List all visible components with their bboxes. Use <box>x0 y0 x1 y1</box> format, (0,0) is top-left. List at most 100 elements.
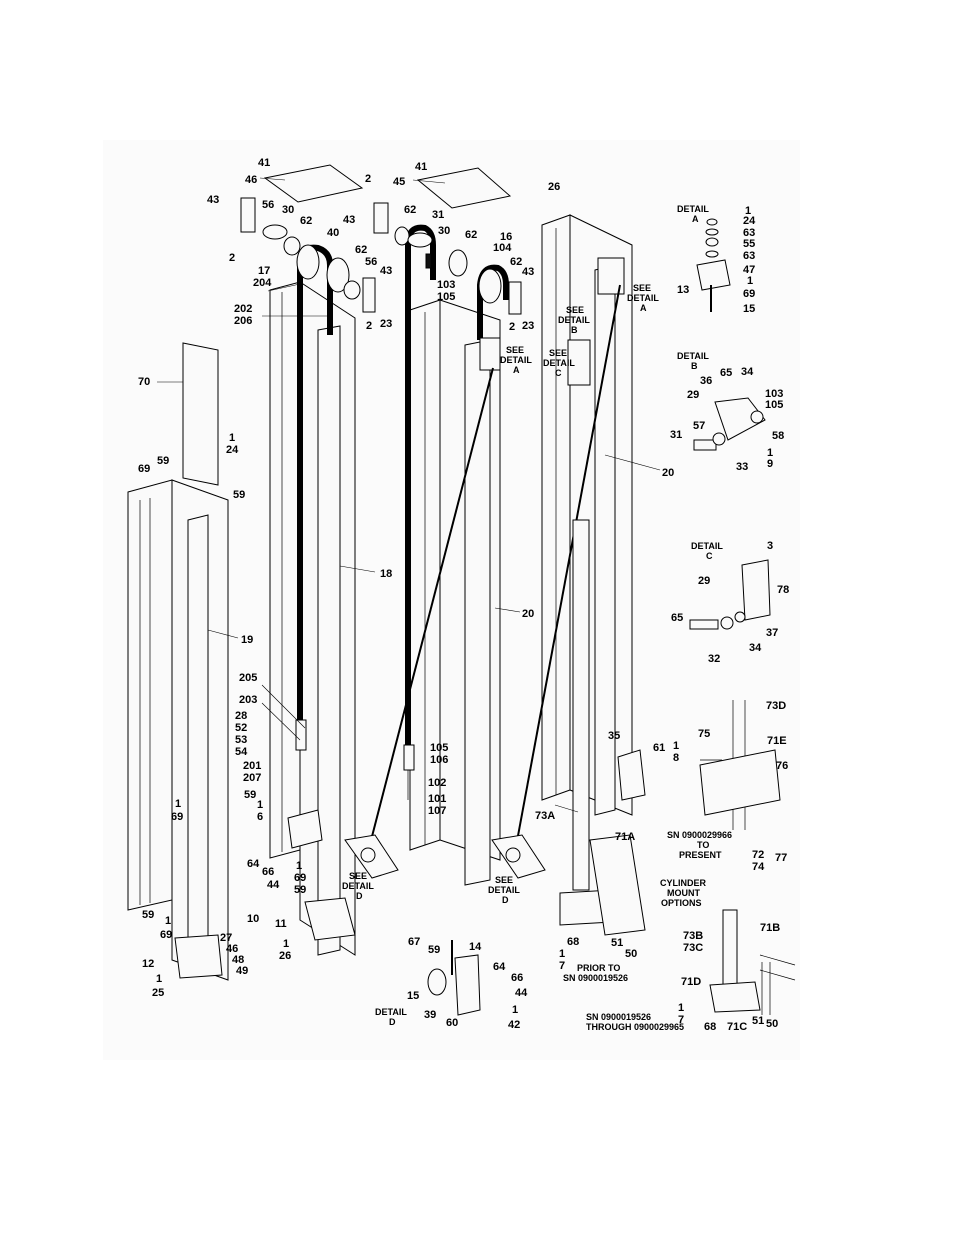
label-12: 12 <box>142 958 154 970</box>
chain-anchor-left <box>295 719 307 751</box>
label-1: 1 <box>512 1004 518 1016</box>
detail-b-label-103: 103 <box>765 388 783 400</box>
bracket-35 <box>617 749 646 801</box>
label-205: 205 <box>239 672 257 684</box>
outer-mast-left <box>127 342 229 981</box>
detail-a-label-1: 1 <box>747 275 753 287</box>
label-39: 39 <box>424 1009 436 1021</box>
label-75: 75 <box>698 728 710 740</box>
label-46: 46 <box>245 174 257 186</box>
label-69: 69 <box>138 463 150 475</box>
label-2: 2 <box>229 252 235 264</box>
label-28: 28 <box>235 710 247 722</box>
label-73a: 73A <box>535 810 555 822</box>
label-59: 59 <box>294 884 306 896</box>
detail-c-label-37: 37 <box>766 627 778 639</box>
label-50: 50 <box>766 1018 778 1030</box>
label-59: 59 <box>428 944 440 956</box>
label-203: 203 <box>239 694 257 706</box>
label-18: 18 <box>380 568 392 580</box>
bracket-2-mid <box>362 277 376 313</box>
mast-section-20-center <box>409 299 501 886</box>
label-49: 49 <box>236 965 248 977</box>
label-20: 20 <box>662 467 674 479</box>
label-2: 2 <box>365 173 371 185</box>
label-74: 74 <box>752 861 765 873</box>
label-62: 62 <box>404 204 416 216</box>
label-101: 101 <box>428 793 446 805</box>
chain-anchor-center <box>403 744 415 771</box>
detail-a-label-63: 63 <box>743 250 755 262</box>
cylinder-options-line-1: CYLINDER <box>660 878 707 888</box>
detail-a-title-letter: A <box>692 214 699 224</box>
detail-a-title: DETAIL <box>677 204 709 214</box>
detail-a-label-13: 13 <box>677 284 689 296</box>
label-204: 204 <box>253 277 272 289</box>
label-53: 53 <box>235 734 247 746</box>
label-43: 43 <box>522 266 534 278</box>
label-41: 41 <box>258 157 270 169</box>
part-number-labels: 41 46 43 2 56 30 62 40 62 56 43 2 43 17 … <box>138 157 789 1033</box>
label-64: 64 <box>247 858 260 870</box>
label-59: 59 <box>244 789 256 801</box>
label-30: 30 <box>282 204 294 216</box>
label-27: 27 <box>220 932 232 944</box>
label-73b: 73B <box>683 930 703 942</box>
through-sn-line-2: THROUGH 0900029965 <box>586 1022 684 1032</box>
label-41: 41 <box>415 161 427 173</box>
label-104: 104 <box>493 242 512 254</box>
cylinder-mount-73b <box>709 909 796 1015</box>
bracket-2-right <box>508 281 522 315</box>
mount-71a <box>589 834 646 936</box>
bracket-lower-mid <box>287 809 323 849</box>
label-1: 1 <box>257 799 263 811</box>
label-206: 206 <box>234 315 252 327</box>
plate-70 <box>182 342 219 486</box>
label-14: 14 <box>469 941 482 953</box>
label-67: 67 <box>408 936 420 948</box>
detail-a-label-15: 15 <box>743 303 755 315</box>
label-71b: 71B <box>760 922 780 934</box>
detail-c-label-32: 32 <box>708 653 720 665</box>
detail-c-label-29: 29 <box>698 575 710 587</box>
detail-b-label-57: 57 <box>693 420 705 432</box>
see-detail-a-right-letter: A <box>640 303 647 313</box>
label-46: 46 <box>226 943 238 955</box>
see-detail-d-left-see: SEE <box>349 871 367 881</box>
detail-b-label-65: 65 <box>720 367 732 379</box>
detail-a-label-24: 24 <box>743 215 756 227</box>
cylinder-73a <box>559 519 646 936</box>
detail-a-label-47: 47 <box>743 264 755 276</box>
label-73c: 73C <box>683 942 703 954</box>
label-105: 105 <box>430 742 448 754</box>
label-103: 103 <box>437 279 455 291</box>
see-detail-b-letter: B <box>571 325 578 335</box>
shaft-30-left <box>262 224 288 240</box>
label-7: 7 <box>559 960 565 972</box>
label-17: 17 <box>258 265 270 277</box>
bracket-detail-c <box>567 339 591 386</box>
detail-b-label-105: 105 <box>765 399 783 411</box>
label-1: 1 <box>165 915 171 927</box>
cylinder-mount-73d <box>699 700 781 830</box>
detail-c-title: DETAIL <box>691 541 723 551</box>
detail-c-label-34: 34 <box>749 642 762 654</box>
label-64: 64 <box>493 961 506 973</box>
detail-c-label-3: 3 <box>767 540 773 552</box>
detail-c-label-78: 78 <box>777 584 789 596</box>
see-detail-b-detail: DETAIL <box>558 315 590 325</box>
label-71a: 71A <box>615 831 635 843</box>
label-44: 44 <box>515 987 528 999</box>
see-detail-d-left-letter: D <box>356 891 363 901</box>
see-detail-c-see: SEE <box>549 348 567 358</box>
detail-b-title-letter: B <box>691 361 698 371</box>
label-24: 24 <box>226 444 239 456</box>
label-42: 42 <box>508 1019 520 1031</box>
label-59: 59 <box>233 489 245 501</box>
label-26: 26 <box>279 950 291 962</box>
label-71d: 71D <box>681 976 701 988</box>
label-10: 10 <box>247 913 259 925</box>
label-6: 6 <box>257 811 263 823</box>
detail-d-assembly <box>427 940 481 1016</box>
detail-b-label-29: 29 <box>687 389 699 401</box>
